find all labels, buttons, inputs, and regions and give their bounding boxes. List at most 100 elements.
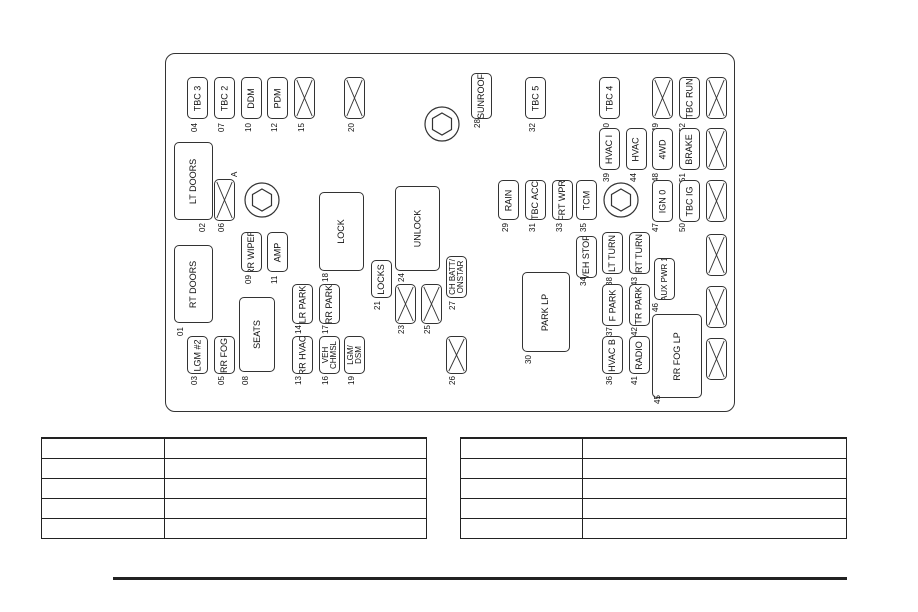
fuse-number: 41	[630, 376, 639, 385]
fuse-number: 30	[524, 355, 533, 364]
fuse-label: RT TURN	[634, 233, 645, 273]
table-cell	[41, 498, 165, 519]
fuse-number: 50	[678, 223, 687, 232]
fuse-label: TBC RUN	[684, 78, 694, 118]
table-row	[460, 478, 847, 499]
fuse-number: 01	[176, 327, 185, 336]
fuse-43: RT TURN	[629, 232, 650, 274]
fuse-34: VEH STOP	[576, 236, 597, 278]
fuse-16: VEH CHMSL	[319, 336, 340, 374]
fuse-number: 33	[555, 223, 564, 232]
table-cell	[582, 437, 847, 459]
fuse-32: TBC 5	[525, 77, 546, 119]
table-row	[41, 478, 427, 499]
fuse-label: F PARK	[607, 289, 617, 321]
table-cell	[164, 437, 427, 459]
fuse-label: TR PARK	[634, 285, 644, 325]
table-cell	[460, 458, 583, 479]
fuse-label: FRT WPR	[557, 180, 568, 220]
empty-slot-23	[395, 284, 416, 324]
table-cell	[41, 437, 165, 459]
fuse-11: AMP	[267, 232, 288, 272]
fuse-number: 34	[579, 277, 588, 286]
table-cell	[164, 458, 427, 479]
fuse-number: 07	[217, 123, 226, 132]
table-cell	[164, 498, 427, 519]
fuse-36: HVAC B	[602, 336, 623, 374]
fuse-40: TBC 4	[599, 77, 620, 119]
fuse-35: TCM	[576, 180, 597, 220]
fuse-10: DDM	[241, 77, 262, 119]
fuse-number: 35	[579, 223, 588, 232]
fuse-label: RADIO	[634, 340, 645, 370]
fuse-number: 05	[217, 376, 226, 385]
fuse-label: RR FOG LP	[671, 331, 682, 381]
fuse-number: 17	[321, 325, 330, 334]
fuse-50: TBC IG	[679, 180, 700, 222]
table-row	[460, 498, 847, 519]
fuse-number: 32	[528, 123, 537, 132]
fuse-label: RR PARK	[324, 284, 334, 324]
fuse-label: IGN 0	[657, 189, 668, 213]
fuse-label: UNLOCK	[411, 209, 422, 248]
table-cell	[460, 518, 583, 539]
fuse-number: 46	[651, 303, 660, 312]
fuse-13: RR HVAC	[292, 336, 313, 374]
fuse-label: DDM	[246, 87, 256, 109]
fuse-label: TCM	[581, 190, 591, 210]
fuse-42: TR PARK	[629, 284, 650, 326]
fuse-29: RAIN	[498, 180, 519, 220]
empty-slot-15	[294, 77, 315, 119]
fuse-46: AUX PWR 1	[654, 258, 675, 300]
fuse-label: LOCKS	[376, 263, 387, 295]
fuse-51: BRAKE	[679, 128, 700, 170]
table-cell	[164, 478, 427, 499]
fuse-label: CH BATT/ ONSTAR	[447, 259, 465, 295]
table-cell	[582, 458, 847, 479]
fuse-number: 12	[270, 123, 279, 132]
fuse-number: 09	[244, 275, 253, 284]
fuse-number: 20	[347, 123, 356, 132]
fuse-number: 10	[244, 123, 253, 132]
empty-slot-20	[344, 77, 365, 119]
fuse-30-park-lp: PARK LP	[522, 272, 570, 352]
table-cell	[164, 518, 427, 539]
fuse-19: LGM/ DSM	[344, 336, 365, 374]
empty-slot	[706, 128, 727, 170]
table-cell	[41, 458, 165, 479]
fuse-number: 18	[321, 273, 330, 282]
fuse-38: LT TURN	[602, 232, 623, 274]
fuse-27: CH BATT/ ONSTAR	[446, 256, 467, 298]
table-cell	[460, 478, 583, 499]
fuse-label: LT TURN	[607, 234, 618, 272]
fuse-21: LOCKS	[371, 260, 392, 298]
fuse-label: TBC 3	[192, 85, 203, 111]
empty-slot-25	[421, 284, 442, 324]
fuse-number: 14	[294, 325, 303, 334]
table-row	[41, 518, 427, 539]
fuse-number: 16	[321, 376, 330, 385]
fuse-number: 26	[448, 376, 457, 385]
table-cell	[460, 437, 583, 459]
fuse-number: 36	[605, 376, 614, 385]
stud-nut-icon	[603, 182, 639, 218]
fuse-label: SUNROOF	[476, 73, 486, 119]
fuse-label: VEH CHMSL	[320, 340, 338, 370]
fuse-label: PARK LP	[540, 293, 551, 331]
fuse-number: 13	[294, 376, 303, 385]
fuse-label: LR PARK	[297, 285, 308, 323]
fuse-01-rt-doors: RT DOORS	[174, 245, 213, 323]
empty-slot	[706, 234, 727, 276]
fuse-number: 03	[190, 376, 199, 385]
fuse-label: RAIN	[503, 189, 514, 211]
fuse-37: F PARK	[602, 284, 623, 326]
fuse-label: HVAC B	[607, 338, 617, 372]
fuse-table-left	[41, 437, 427, 539]
fuse-table-right	[460, 437, 847, 539]
fuse-number: 21	[373, 301, 382, 310]
fuse-31: TBC ACC	[525, 180, 546, 220]
fuse-label: RT DOORS	[188, 260, 198, 308]
fuse-label: TBC 4	[604, 85, 615, 111]
table-cell	[582, 478, 847, 499]
empty-slot-26	[446, 336, 467, 374]
